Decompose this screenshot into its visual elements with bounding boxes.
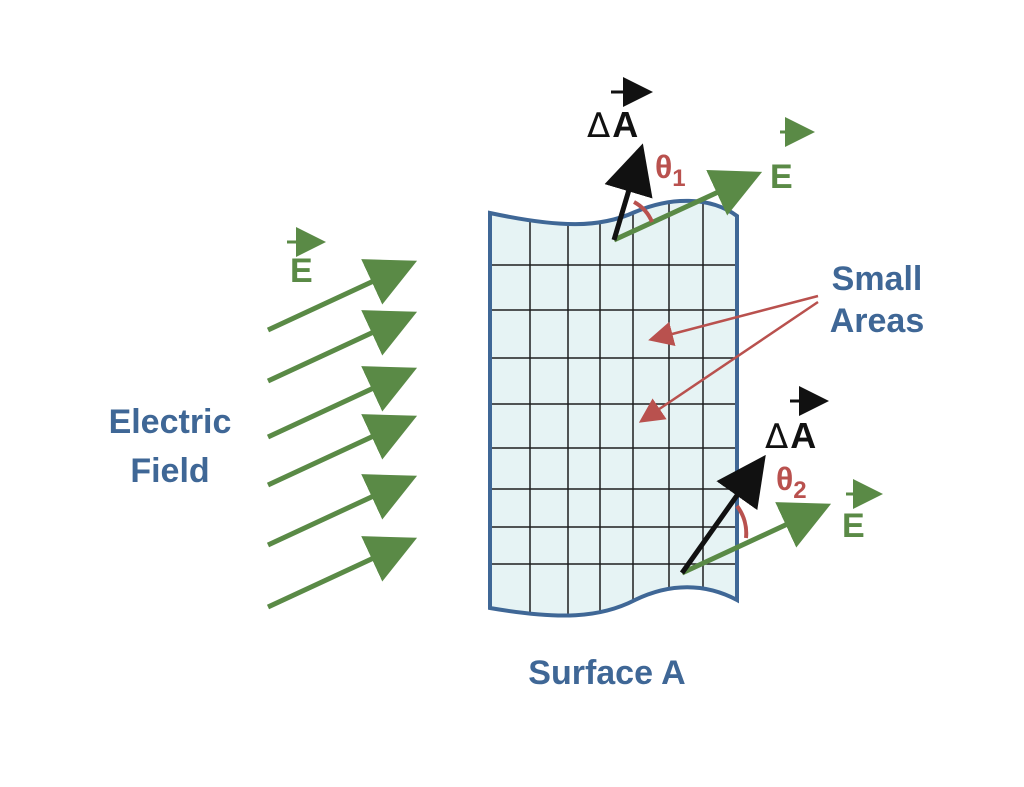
top-field-arrow — [612, 170, 763, 243]
field-vector-label: E — [290, 252, 313, 290]
theta1-subscript: 1 — [672, 165, 685, 192]
electric-field-arrows — [266, 259, 418, 610]
surface-label: Surface A — [528, 654, 685, 692]
pointer-arrow-2 — [638, 300, 819, 423]
small-areas-callout: Small Areas — [638, 260, 925, 423]
field-arrow-4 — [266, 414, 418, 488]
bottom-field-arrow — [680, 502, 832, 576]
top-delta-a-label: ΔA — [587, 104, 638, 146]
areas-label: Areas — [830, 302, 925, 340]
surface-fill — [490, 200, 737, 616]
field-arrow-2 — [266, 310, 418, 384]
electric-field-label: Electric Field — [109, 403, 232, 490]
field-label: Field — [130, 452, 209, 490]
surface-border — [488, 198, 739, 618]
theta1-arc-icon — [632, 200, 654, 223]
theta2-arc-icon — [735, 504, 749, 539]
bottom-normal-arrow — [679, 454, 766, 575]
theta2-symbol: θ — [776, 461, 793, 497]
bottom-area-vector-label: A — [790, 415, 816, 456]
theta2-label: θ2 — [776, 461, 807, 504]
field-arrow-6 — [266, 536, 418, 610]
bottom-field-vector-label: E — [842, 507, 865, 545]
field-arrow-1 — [266, 259, 418, 333]
small-label: Small — [832, 260, 923, 298]
field-label-left: E — [287, 227, 326, 290]
field-arrow-5 — [266, 474, 418, 548]
bottom-area-vectors: θ2 ΔA E — [679, 386, 883, 576]
top-area-vectors: θ1 ΔA E — [587, 77, 815, 243]
pointer-arrow-1 — [648, 294, 819, 347]
theta1-symbol: θ — [655, 149, 672, 185]
bottom-delta-a-label: ΔA — [765, 415, 816, 457]
top-normal-arrow — [604, 143, 653, 241]
theta2-subscript: 2 — [793, 477, 806, 504]
electric-label: Electric — [109, 403, 232, 441]
top-area-vector-label: A — [612, 104, 638, 145]
top-delta-symbol: Δ — [587, 106, 610, 146]
top-field-vector-label: E — [770, 158, 793, 196]
field-arrow-3 — [266, 366, 418, 440]
theta1-label: θ1 — [655, 149, 686, 192]
bottom-delta-symbol: Δ — [765, 417, 788, 457]
surface-a — [488, 198, 739, 618]
